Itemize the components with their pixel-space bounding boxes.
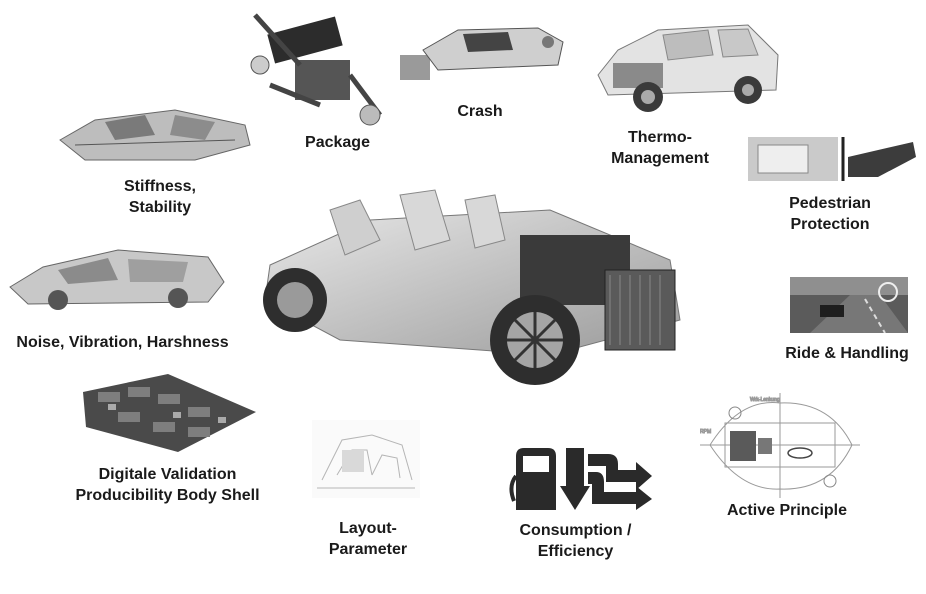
interior-sketch-icon xyxy=(312,420,420,498)
chassis-schematic-icon: Wrk-Lenkung RPM xyxy=(700,393,860,498)
label-layout-parameter: Layout- Parameter xyxy=(328,520,408,558)
crash-car-icon xyxy=(398,20,568,82)
pedestrian-impact-icon xyxy=(748,137,918,181)
label-thermo-management: Thermo- Management xyxy=(611,129,709,167)
svg-text:Wrk-Lenkung: Wrk-Lenkung xyxy=(750,397,780,403)
fuel-pump-icon xyxy=(508,446,653,512)
svg-text:RPM: RPM xyxy=(700,429,711,435)
label-noise-vibration-harshness: Noise, Vibration, Harshness xyxy=(16,334,229,351)
car-chassis-cutaway-icon xyxy=(250,180,695,395)
label-pedestrian-protection: Pedestrian Protection xyxy=(789,195,871,233)
road-handling-icon xyxy=(790,277,908,333)
car-body-nvh-icon xyxy=(8,242,226,312)
suspension-assembly-icon xyxy=(240,5,390,130)
label-package: Package xyxy=(305,134,370,151)
suv-thermal-icon xyxy=(588,15,783,115)
label-active-principle: Active Principle xyxy=(726,502,848,519)
label-ride-handling: Ride & Handling xyxy=(785,345,909,362)
label-digitale-validation: Digitale Validation Producibility Body S… xyxy=(75,466,260,504)
label-consumption-efficiency: Consumption / Efficiency xyxy=(519,522,632,560)
body-shell-icon xyxy=(55,100,255,170)
label-crash: Crash xyxy=(457,103,503,120)
label-stiffness-stability: Stiffness, Stability xyxy=(123,178,196,216)
body-shell-parts-icon xyxy=(78,372,258,454)
